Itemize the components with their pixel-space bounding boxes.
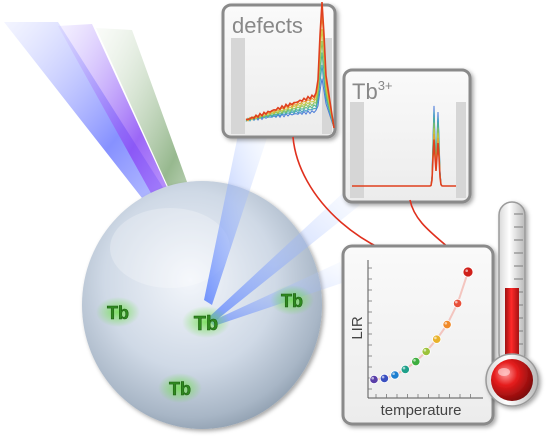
lir-data-point xyxy=(400,364,410,374)
tb-ion-label: Tb xyxy=(107,303,129,323)
lir-point-highlight xyxy=(434,336,437,340)
defects-spectrum-line xyxy=(245,29,335,129)
tb-label: Tb3+ xyxy=(352,78,393,104)
thermometer-icon xyxy=(485,201,539,407)
lir-y-label: LIR xyxy=(349,316,366,340)
tb-ion-label: Tb xyxy=(281,291,303,311)
lir-data-point xyxy=(421,346,431,357)
lir-point-highlight xyxy=(455,300,458,304)
phosphor-particle xyxy=(82,181,322,429)
lir-point-highlight xyxy=(371,376,375,380)
tb-ions: Tb Tb Tb Tb xyxy=(96,285,314,403)
lir-data-point xyxy=(390,370,400,380)
lir-data-point xyxy=(462,266,474,278)
defects-spectrum-line xyxy=(245,2,335,129)
lir-chart: LIR temperature xyxy=(349,260,483,419)
tb-ion-label: Tb xyxy=(194,313,218,335)
tb-spectrum-line xyxy=(352,139,456,187)
lir-data-point xyxy=(411,356,421,367)
lir-x-label: temperature xyxy=(381,402,462,419)
lir-point-highlight xyxy=(402,366,406,370)
tb-spectra xyxy=(352,105,456,187)
lir-data-point xyxy=(369,374,379,385)
cone-defects xyxy=(204,135,268,305)
lir-point-highlight xyxy=(392,372,395,376)
lir-data-point xyxy=(452,298,463,308)
lir-point-highlight xyxy=(444,322,448,325)
defects-label: defects xyxy=(232,13,303,38)
lir-points xyxy=(369,266,474,385)
lir-point-highlight xyxy=(381,375,385,379)
lir-data-point xyxy=(379,373,389,383)
tb-ion-label: Tb xyxy=(169,379,191,399)
lir-data-point xyxy=(432,334,442,344)
defects-spectra xyxy=(245,2,335,129)
lir-trend-line xyxy=(373,271,469,381)
defects-panel xyxy=(221,3,337,139)
lir-point-highlight xyxy=(423,348,427,352)
tb-panel xyxy=(342,68,472,204)
lir-point-highlight xyxy=(413,359,416,362)
defects-spectrum-line xyxy=(245,41,335,129)
cone-tb xyxy=(208,192,360,322)
lir-data-point xyxy=(442,319,452,330)
lir-point-highlight xyxy=(465,269,469,273)
